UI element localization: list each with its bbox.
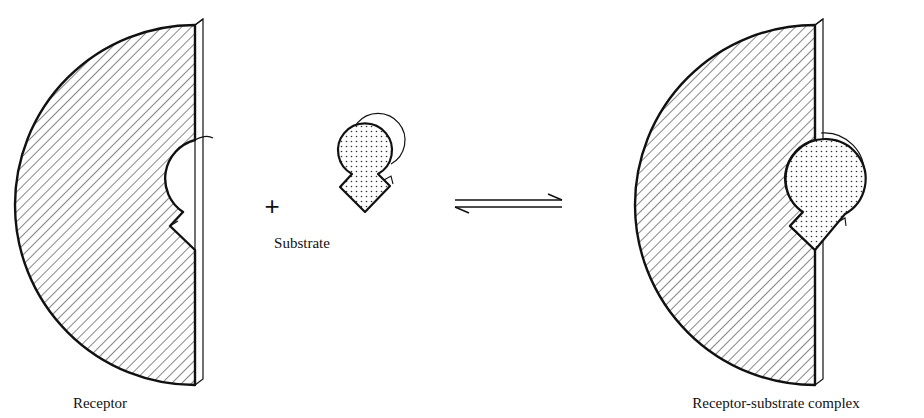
part-name: Receptor: [73, 395, 127, 412]
receptor-shape: [15, 19, 213, 385]
substrate-shape: [338, 113, 405, 212]
part-name: Substrate: [274, 235, 330, 252]
part-name: Receptor-substrate complex: [692, 395, 860, 412]
plus-sign: +: [264, 191, 279, 222]
equilibrium-arrow: [455, 194, 562, 213]
complex-shape: [635, 19, 866, 385]
